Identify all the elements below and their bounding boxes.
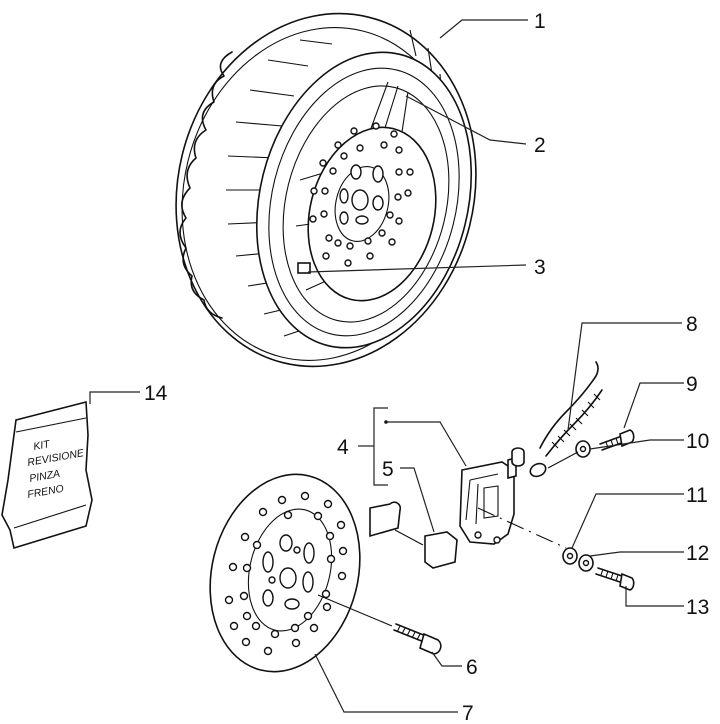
wheel-assembly [175,12,477,368]
callout-13: 13 [686,596,709,619]
callout-5: 5 [382,458,394,481]
kit-text-line-3: PINZA [28,468,61,485]
wheel-rim [255,51,473,349]
callout-9: 9 [686,373,698,396]
tyre [175,12,477,368]
callout-labels: 1 2 3 4 5 6 7 8 9 10 11 12 13 14 [144,10,709,724]
leader-lines [89,19,684,713]
brake-caliper [459,447,567,549]
disc-screw [317,594,442,655]
callout-4: 4 [337,436,349,459]
valve [297,262,311,274]
brake-disc-holes [224,491,348,656]
callout-14: 14 [144,382,168,405]
callout-10: 10 [686,430,709,453]
caliper-overhaul-kit-bag: KIT REVISIONE PINZA FRENO [1,400,93,550]
callout-8: 8 [686,313,698,336]
disc-holes [309,122,414,267]
callout-3: 3 [534,256,546,279]
callout-6: 6 [466,656,478,679]
callout-12: 12 [686,542,709,565]
brake-hose [529,361,603,478]
callout-7: 7 [462,702,474,724]
brake-disc [209,473,361,673]
caliper-screw [595,567,635,591]
callout-11: 11 [686,484,708,507]
brake-pads [369,501,458,569]
kit-text-line-1: KIT [32,438,52,453]
callout-1: 1 [534,10,546,33]
callout-2: 2 [534,134,546,157]
